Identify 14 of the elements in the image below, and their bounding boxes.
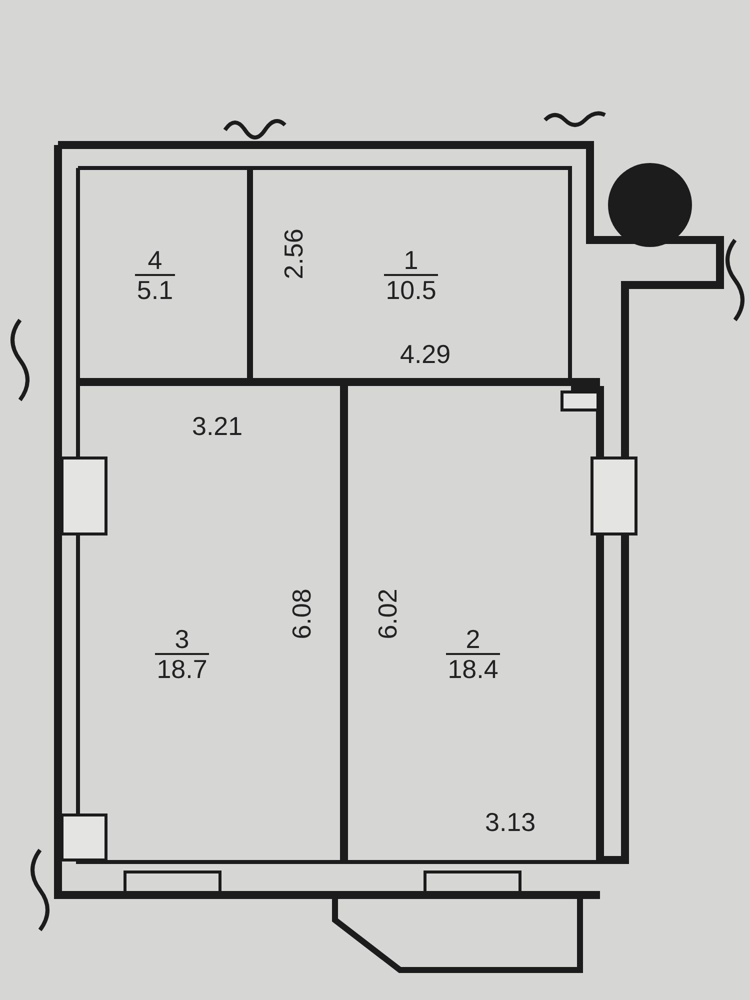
room-number: 4 bbox=[148, 246, 162, 274]
dimension-label: 6.08 bbox=[287, 588, 316, 640]
room-area-value: 5.1 bbox=[134, 274, 176, 304]
dimension-label: 6.02 bbox=[373, 588, 402, 640]
dimension-label: 3.13 bbox=[485, 808, 536, 836]
dimension-label: 4.29 bbox=[400, 340, 451, 368]
dimension-label: 2.56 bbox=[279, 228, 308, 280]
room-number: 3 bbox=[174, 625, 190, 653]
room-number: 1 bbox=[404, 246, 418, 274]
dimension-label: 3.21 bbox=[192, 412, 243, 440]
room-area-value: 18.7 bbox=[154, 653, 210, 683]
room-number: 2 bbox=[466, 625, 480, 653]
room-area-value: 10.5 bbox=[384, 274, 438, 304]
room-area-value: 18.4 bbox=[446, 653, 500, 683]
